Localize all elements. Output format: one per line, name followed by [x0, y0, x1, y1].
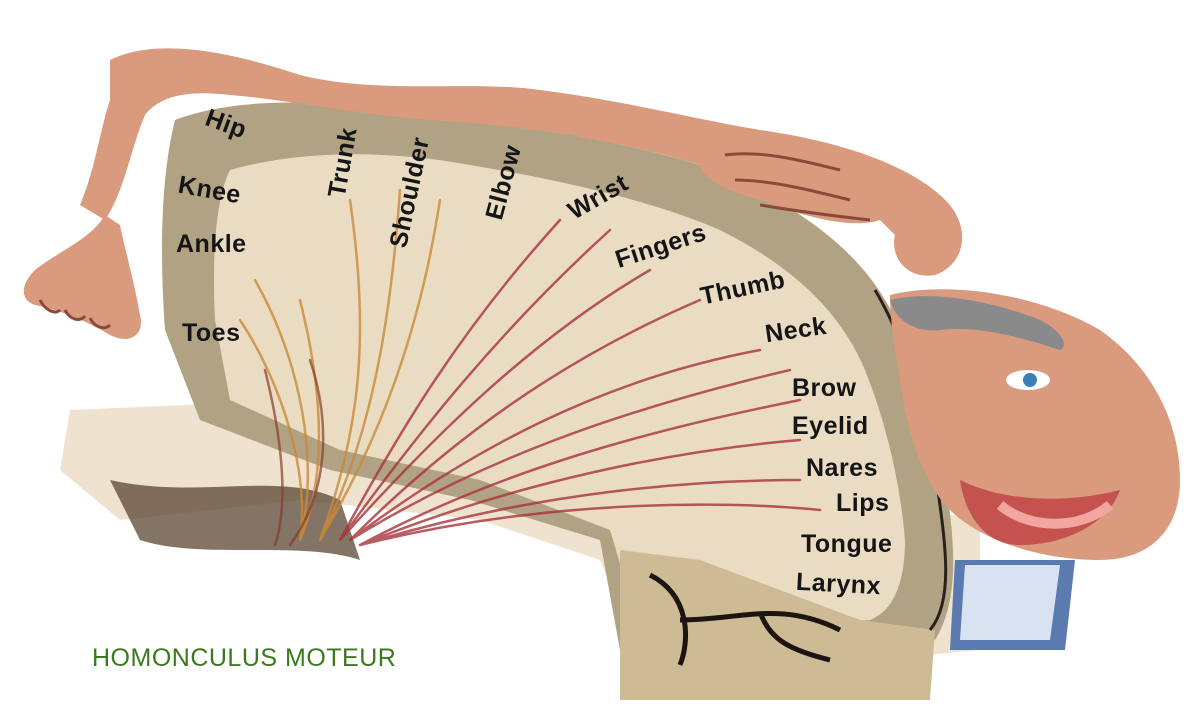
homunculus-foot	[24, 215, 141, 339]
label-larynx: Larynx	[795, 570, 881, 599]
label-nares: Nares	[806, 456, 878, 481]
caption-panel	[10, 560, 500, 711]
label-lips: Lips	[836, 491, 889, 516]
label-toes: Toes	[182, 321, 241, 346]
homunculus-shirt	[960, 565, 1060, 640]
label-ankle: Ankle	[176, 232, 247, 257]
label-tongue: Tongue	[801, 532, 892, 557]
label-brow: Brow	[792, 376, 857, 401]
label-eyelid: Eyelid	[792, 414, 869, 439]
caption-title: HOMONCULUS MOTEUR	[92, 646, 396, 671]
homunculus-iris	[1023, 373, 1037, 387]
